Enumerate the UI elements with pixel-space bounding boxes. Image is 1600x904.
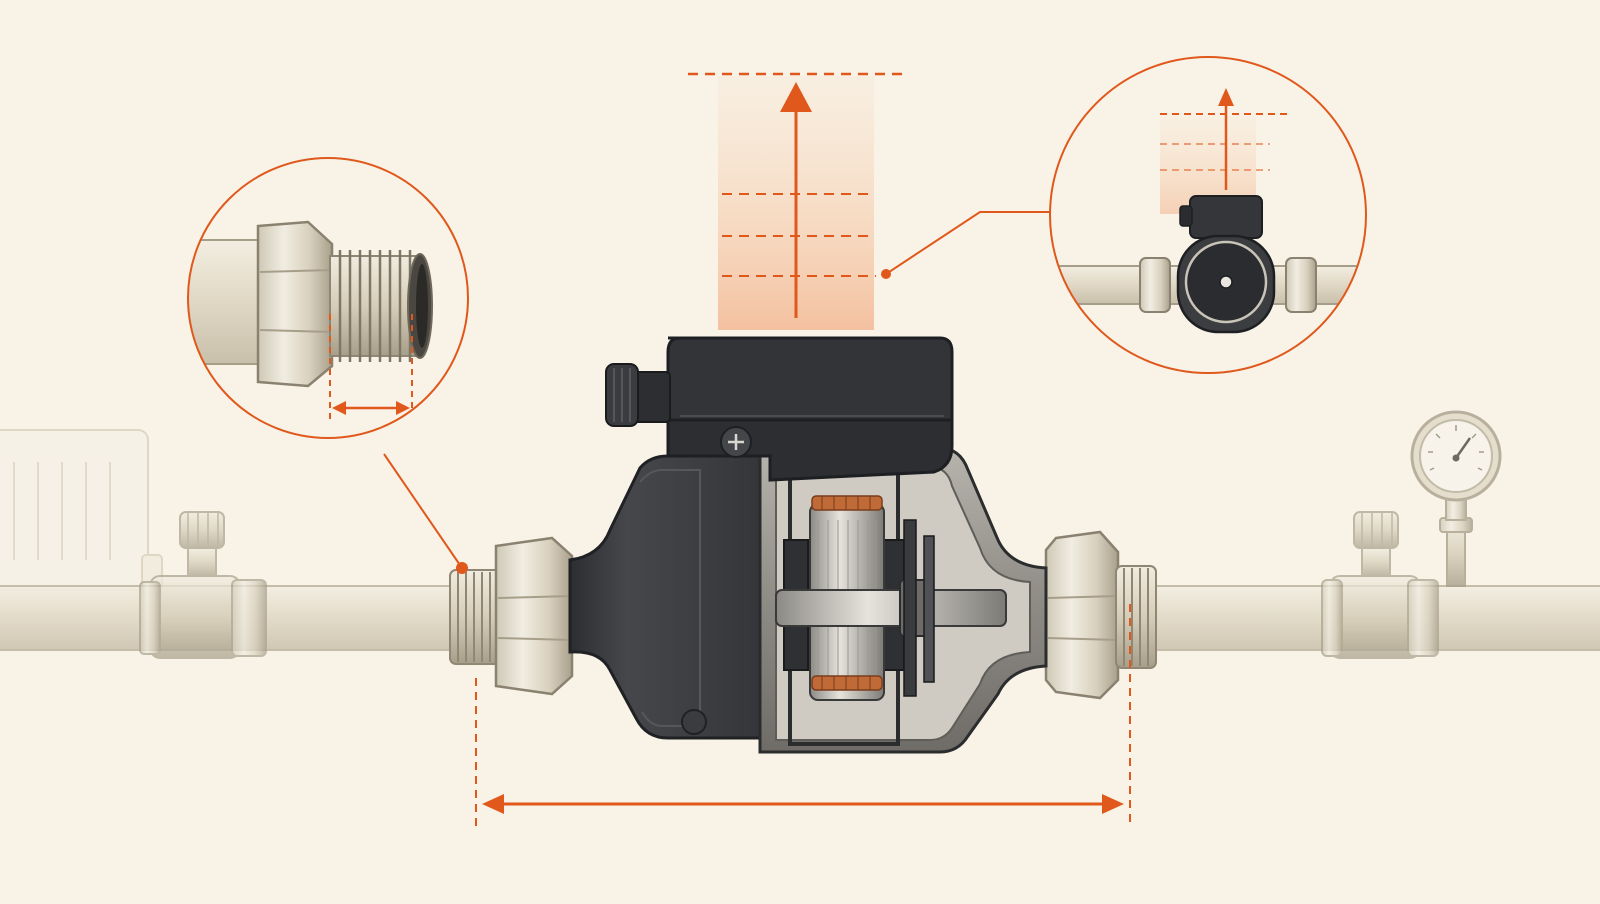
cable-gland-icon [605,363,671,427]
pipe-union-icon [1044,530,1157,700]
installation-length-dimension [475,604,1131,826]
top-clearance-dimension [688,72,906,330]
radiator-icon [0,429,163,594]
valve-icon [1321,511,1439,659]
pump-body [568,454,762,740]
valve-icon [139,511,267,659]
copper-winding [811,495,883,691]
pressure-gauge-icon [1410,410,1502,587]
callout-leader [885,211,1050,275]
junction-box-icon [666,336,954,482]
callout-leader [383,453,463,569]
pump-motor-cutaway-icon [758,446,1048,754]
pipe-union-icon [449,536,574,696]
pipe-union-icon [256,220,334,388]
shaft [775,589,1007,627]
drain-plug [681,709,707,735]
pump-front-view [1176,195,1276,334]
top-clearance-detail [1049,56,1367,374]
pipe-union-icon [1285,257,1317,313]
thread-length-detail [187,157,469,439]
threaded-fitting-icon [329,250,433,362]
pipe-union-icon [1139,257,1171,313]
